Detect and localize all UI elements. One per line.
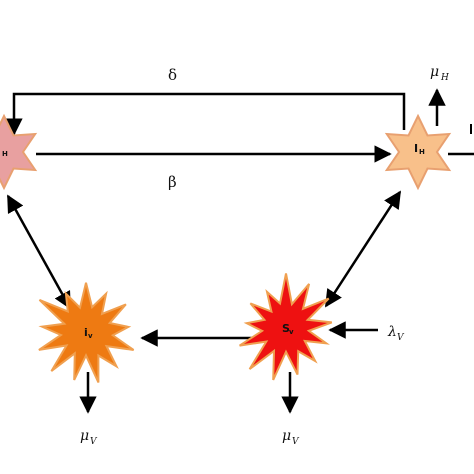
svg-text:V: V [90, 437, 98, 447]
svg-text:S: S [282, 322, 290, 335]
ih-sv-bidirectional-arrow [324, 190, 402, 308]
sv-burst-shape [239, 273, 333, 381]
svg-text:μ: μ [80, 428, 89, 444]
delta-arrow [5, 92, 406, 136]
lambda-v-label: λ V [387, 324, 405, 343]
svg-text:λ: λ [387, 324, 397, 340]
delta-label: δ [168, 66, 177, 84]
svg-text:I: I [414, 142, 418, 155]
sv-node-label: S v [282, 322, 294, 336]
sh-node: H [0, 113, 38, 191]
sh-iv-bidirectional-arrow [6, 194, 72, 310]
ih-node: I H [384, 113, 452, 191]
svg-text:V: V [397, 333, 405, 343]
ih-node-label: I H [414, 142, 425, 156]
iv-burst-shape [38, 282, 135, 383]
svg-text:V: V [292, 437, 300, 447]
mu-v-right-label: μ V [282, 428, 300, 447]
mu-h-label: μ H [430, 64, 449, 83]
svg-text:H: H [419, 148, 425, 156]
svg-text:i: i [84, 326, 88, 339]
svg-text:H: H [2, 150, 8, 158]
svg-text:μ: μ [282, 428, 291, 444]
beta-label: β [168, 173, 177, 191]
svg-text:v: v [289, 328, 294, 336]
ih-star-shape [384, 113, 452, 191]
svg-text:H: H [440, 73, 449, 83]
sh-node-label: H [2, 150, 8, 158]
svg-text:v: v [88, 332, 93, 340]
mu-v-left-label: μ V [80, 428, 98, 447]
svg-text:μ: μ [430, 64, 439, 80]
iv-node: i v [38, 282, 135, 383]
iv-node-label: i v [84, 326, 93, 340]
sh-star-shape [0, 113, 38, 191]
sv-node: S v [239, 273, 333, 381]
